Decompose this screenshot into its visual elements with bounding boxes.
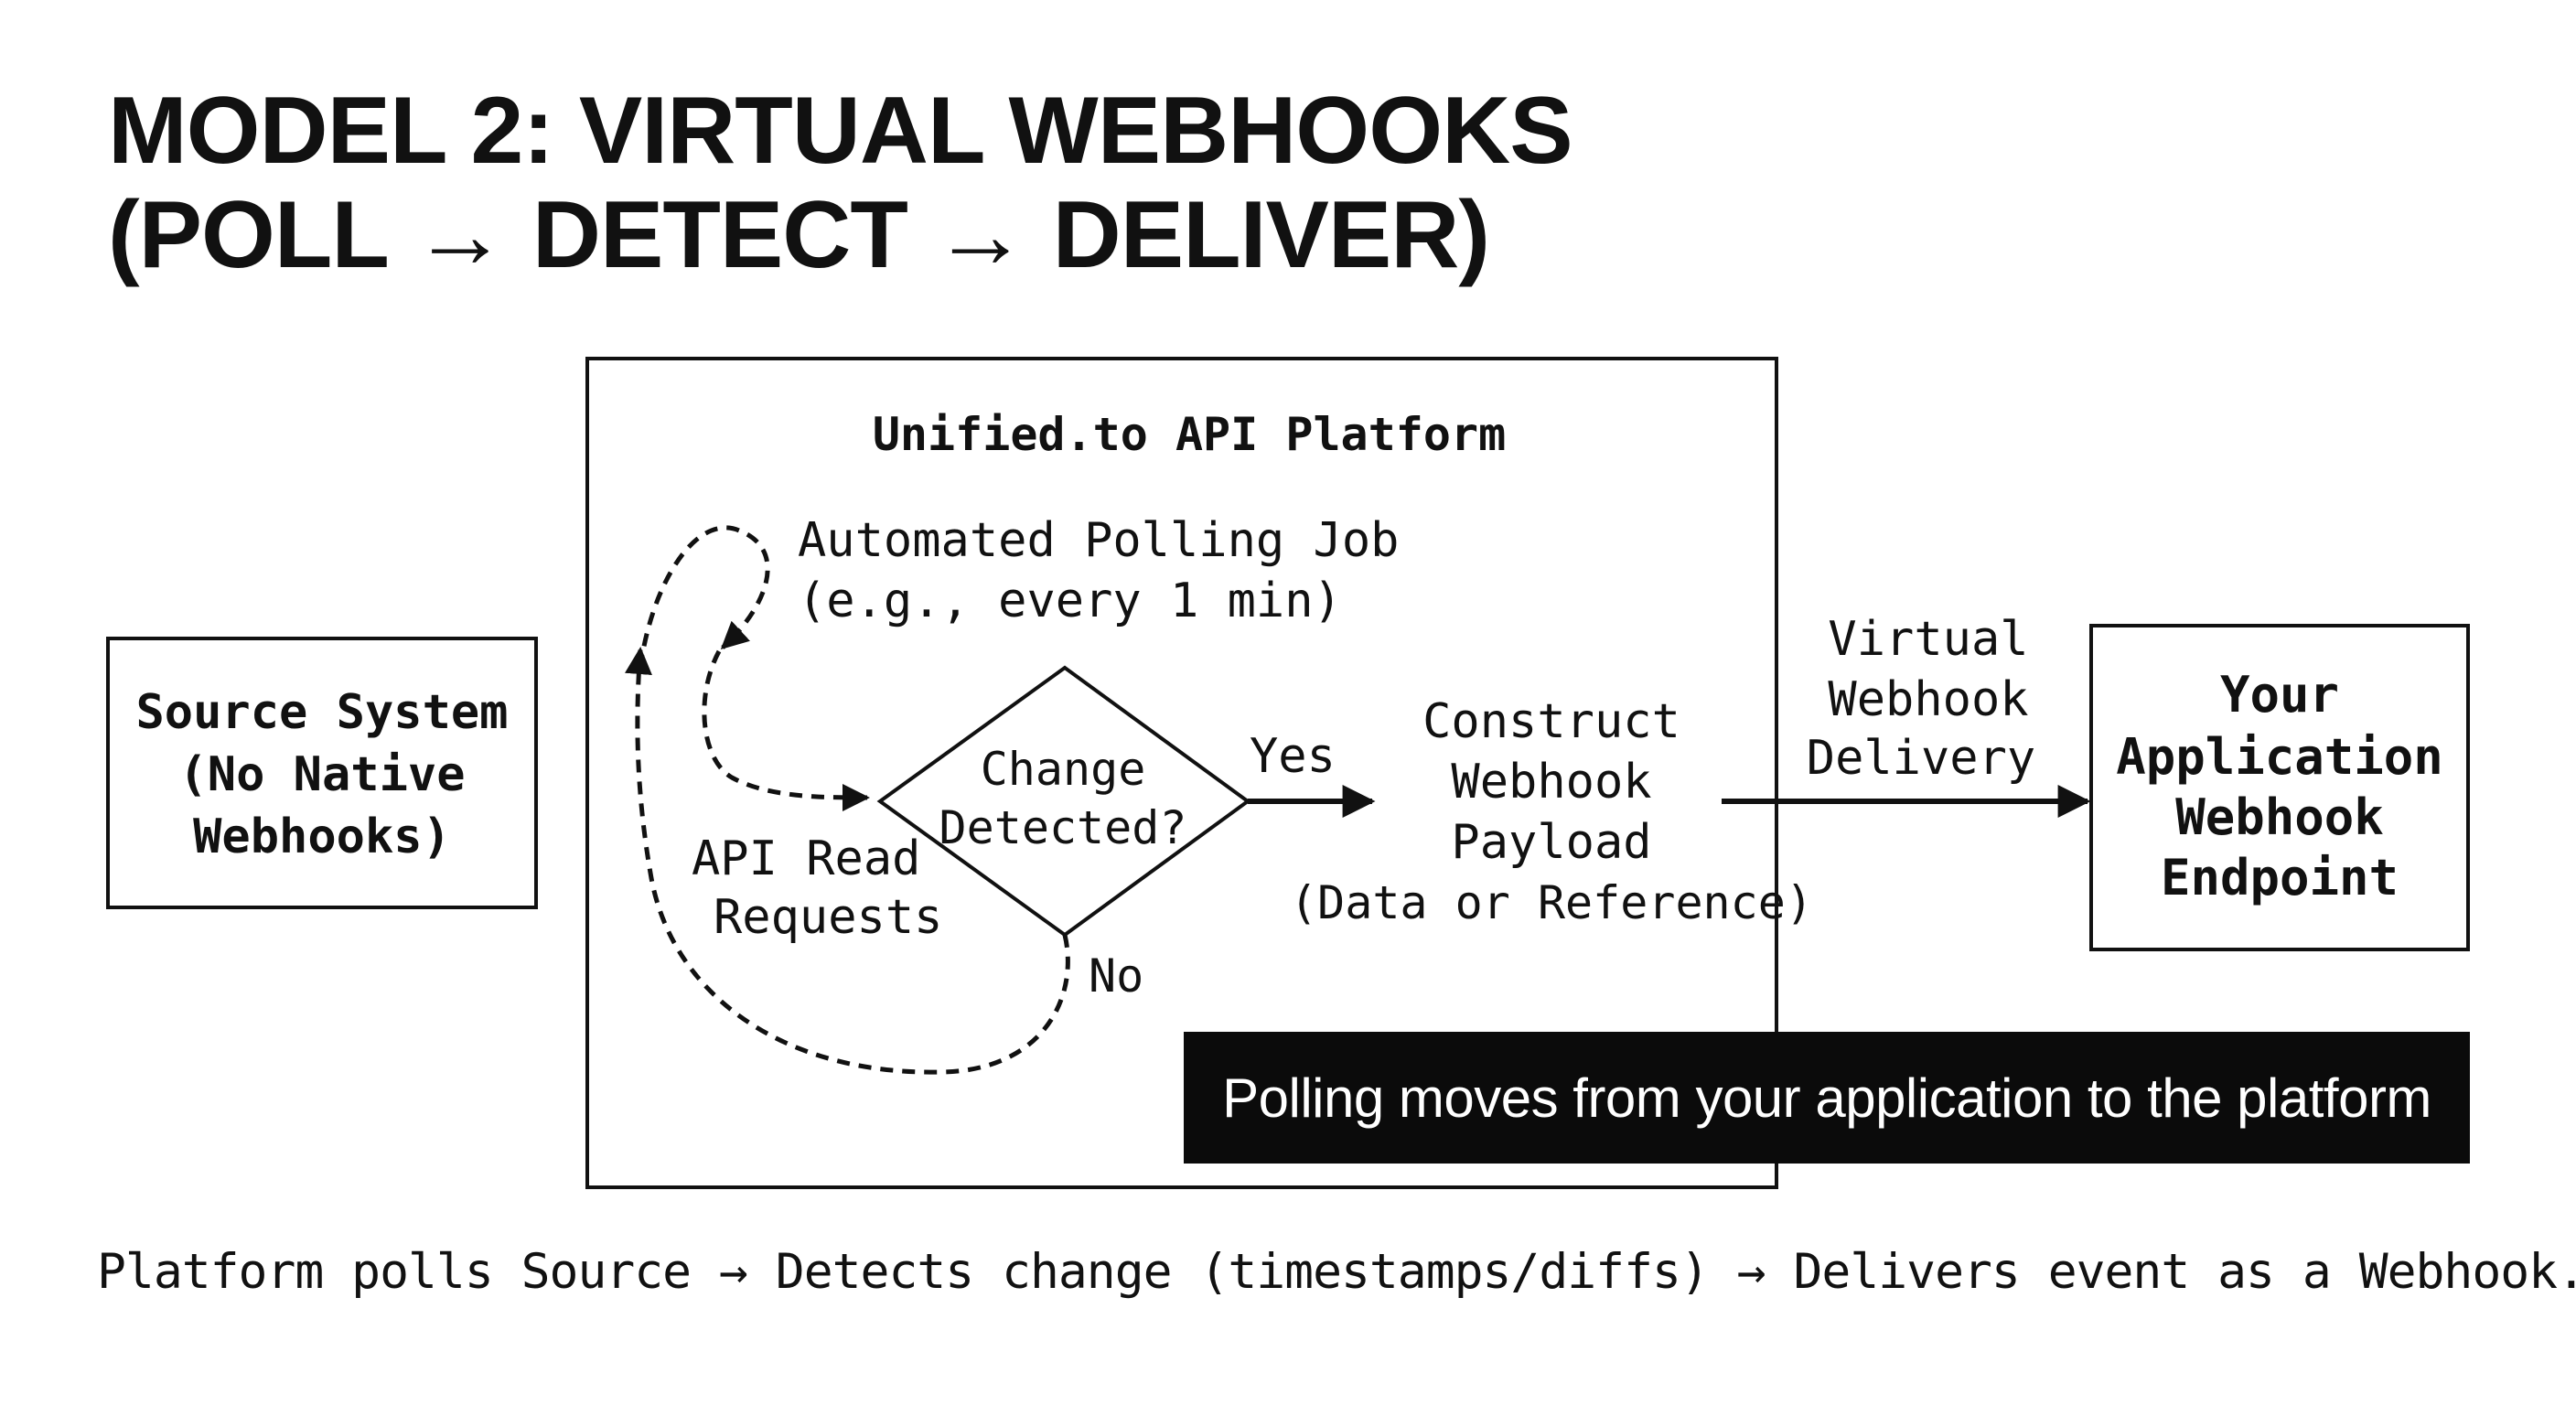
polling-to-decision-arrow <box>702 649 870 811</box>
destination-label-4: Endpoint <box>2161 849 2399 906</box>
construct-label-2: Webhook <box>1451 755 1651 810</box>
diagram-title: MODEL 2: VIRTUAL WEBHOOKS (POLL → DETECT… <box>108 78 1573 288</box>
decision-label-1: Change <box>981 743 1146 796</box>
source-system-label-3: Webhooks) <box>193 810 451 864</box>
construct-label-3: Payload <box>1451 815 1651 870</box>
construct-label-1: Construct <box>1422 694 1680 749</box>
construct-label-4: (Data or Reference) <box>1290 876 1813 929</box>
source-system-node: Source System (No Native Webhooks) <box>106 637 538 909</box>
polling-loop-arrow <box>638 525 770 669</box>
destination-box <box>2089 624 2470 951</box>
decision-label-2: Detected? <box>939 801 1187 854</box>
polling-job-label-2: (e.g., every 1 min) <box>798 574 1342 628</box>
read-requests-label-2: Requests <box>714 890 942 945</box>
source-system-label-1: Source System <box>136 685 509 740</box>
platform-box <box>585 357 1778 1189</box>
delivery-label-2: Webhook <box>1828 672 2028 727</box>
platform-label: Unified.to API Platform <box>873 408 1506 461</box>
destination-node: Your Application Webhook Endpoint <box>2089 624 2470 951</box>
title-line-2: (POLL → DETECT → DELIVER) <box>108 182 1490 288</box>
destination-label-1: Your <box>2220 666 2339 724</box>
title-line-1: MODEL 2: VIRTUAL WEBHOOKS <box>108 78 1573 184</box>
flow-caption: Platform polls Source → Detects change (… <box>97 1244 2576 1300</box>
source-system-box <box>106 637 538 909</box>
delivery-label-1: Virtual <box>1828 612 2028 667</box>
read-requests-label-1: API Read <box>692 831 920 886</box>
delivery-label-3: Delivery <box>1807 731 2035 786</box>
summary-banner: Polling moves from your application to t… <box>1184 1032 2470 1164</box>
destination-label-2: Application <box>2116 728 2443 786</box>
construct-payload-step: Construct Webhook Payload (Data or Refer… <box>1290 694 1813 929</box>
change-detected-decision: Change Detected? <box>876 665 1251 938</box>
no-label: No <box>1089 949 1143 1003</box>
source-system-label-2: (No Native <box>178 747 465 802</box>
destination-label-3: Webhook <box>2175 788 2384 846</box>
polling-job-label-1: Automated Polling Job <box>798 513 1399 568</box>
platform-container: Unified.to API Platform <box>585 357 1778 1189</box>
yes-label: Yes <box>1250 729 1336 784</box>
